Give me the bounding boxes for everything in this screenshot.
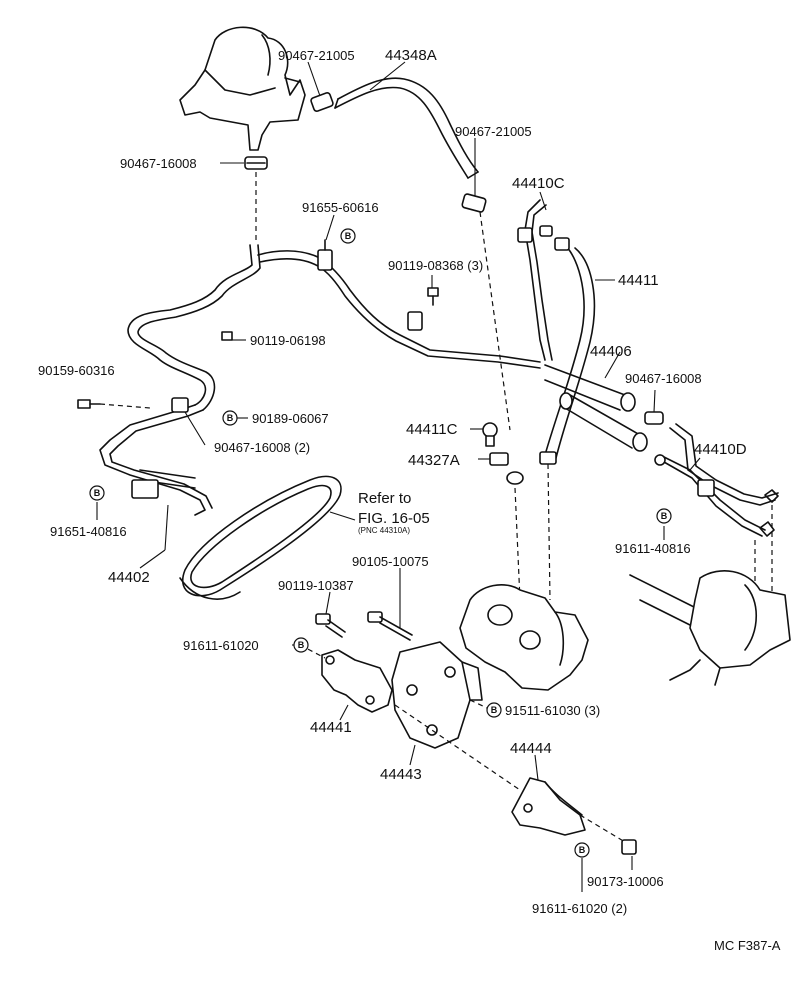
hose-clamp-top-right [461, 193, 487, 213]
badge-b-90189: B [222, 410, 238, 426]
svg-text:B: B [94, 488, 101, 498]
refer-line-2: FIG. 16-05 [358, 510, 430, 527]
svg-text:B: B [227, 413, 234, 423]
pressure-tube-44410c [517, 199, 553, 361]
callout-44411c: 44411C [406, 421, 458, 438]
steering-gear [629, 570, 791, 686]
pipe-clamp-bracket [317, 239, 333, 271]
bracket-44443 [391, 641, 483, 749]
pressure-tube-assembly [99, 244, 541, 516]
hose-end-fitting [506, 471, 524, 485]
nut-90173-10006 [621, 839, 637, 855]
callout-44411: 44411 [618, 272, 659, 289]
drive-belt [179, 475, 342, 600]
callout-90467-16008-right: 90467-16008 [625, 371, 702, 386]
tube-bracket-lower [131, 479, 159, 499]
reservoir-tank [179, 26, 306, 151]
callout-44327a: 44327A [408, 452, 460, 469]
union-fitting [171, 397, 189, 413]
bolt-90119-10387 [315, 613, 346, 638]
callout-44406: 44406 [590, 343, 632, 360]
svg-text:B: B [491, 705, 498, 715]
svg-text:B: B [579, 845, 586, 855]
callout-90119-10387: 90119-10387 [278, 578, 354, 593]
figure-code: MC F387-A [714, 938, 781, 953]
return-hose-44348a [334, 77, 479, 179]
callout-90467-21005-right: 90467-21005 [455, 124, 532, 139]
badge-b-91611-40816: B [656, 508, 672, 524]
bracket-44441 [321, 649, 393, 713]
callout-91651-40816: 91651-40816 [50, 524, 127, 539]
bolt-90105-10075 [367, 611, 413, 641]
leader-lines [96, 61, 701, 892]
bolt-90159-60316 [77, 399, 101, 409]
callout-90467-16008-top: 90467-16008 [120, 156, 197, 171]
svg-text:B: B [661, 511, 668, 521]
bracket-44444 [511, 777, 586, 836]
badge-b-91655: B [340, 228, 356, 244]
callout-91511-61030: 91511-61030 (3) [505, 703, 600, 718]
cooler-tube-44406 [544, 364, 648, 452]
svg-text:B: B [298, 640, 305, 650]
bolt-90119-06198 [221, 331, 233, 341]
callout-44444: 44444 [510, 740, 552, 757]
pressure-tube-44410d [654, 423, 779, 537]
callout-90159-60316: 90159-60316 [38, 363, 115, 378]
callout-90119-08368: 90119-08368 (3) [388, 258, 483, 273]
callout-90467-21005-top: 90467-21005 [278, 48, 355, 63]
callout-44402: 44402 [108, 569, 150, 586]
callout-labels: 90467-21005 44348A 90467-21005 90467-160… [38, 47, 747, 916]
badge-b-91611-61020-2: B [574, 842, 590, 858]
clamp-44327a [489, 452, 509, 466]
bracket-mid [407, 311, 423, 331]
callout-44441: 44441 [310, 719, 352, 736]
pressure-hose-44411 [539, 237, 596, 465]
callout-91611-61020-2: 91611-61020 (2) [532, 901, 627, 916]
callout-90105-10075: 90105-10075 [352, 554, 429, 569]
callout-91611-40816: 91611-40816 [615, 541, 691, 556]
callout-44410c: 44410C [512, 175, 565, 192]
callout-44410d: 44410D [694, 441, 747, 458]
svg-text:B: B [345, 231, 352, 241]
refer-note: Refer to FIG. 16-05 (PNC 44310A) [358, 490, 430, 535]
fitting-44411c [482, 422, 498, 447]
refer-line-1: Refer to [358, 490, 411, 507]
hose-clamp-90467-16008-right [644, 411, 664, 425]
bolt-90119-08368 [427, 287, 439, 306]
badge-b-91651: B [89, 485, 105, 501]
callout-91655-60616: 91655-60616 [302, 200, 379, 215]
badge-b-91611-61020: B [293, 637, 309, 653]
badge-b-91511-61030: B [486, 702, 502, 718]
callout-44443: 44443 [380, 766, 422, 783]
refer-line-3: (PNC 44310A) [358, 526, 410, 535]
callout-90467-16008-2: 90467-16008 (2) [214, 440, 310, 455]
hose-clamp-top-left [310, 92, 334, 112]
hose-clamp-lower-reservoir [244, 156, 268, 170]
callout-90189-06067: 90189-06067 [252, 411, 329, 426]
callout-90173-10006: 90173-10006 [587, 874, 664, 889]
callout-91611-61020: 91611-61020 [183, 638, 259, 653]
callout-44348a: 44348A [385, 47, 437, 64]
callout-90119-06198: 90119-06198 [250, 333, 326, 348]
vane-pump [459, 584, 589, 691]
